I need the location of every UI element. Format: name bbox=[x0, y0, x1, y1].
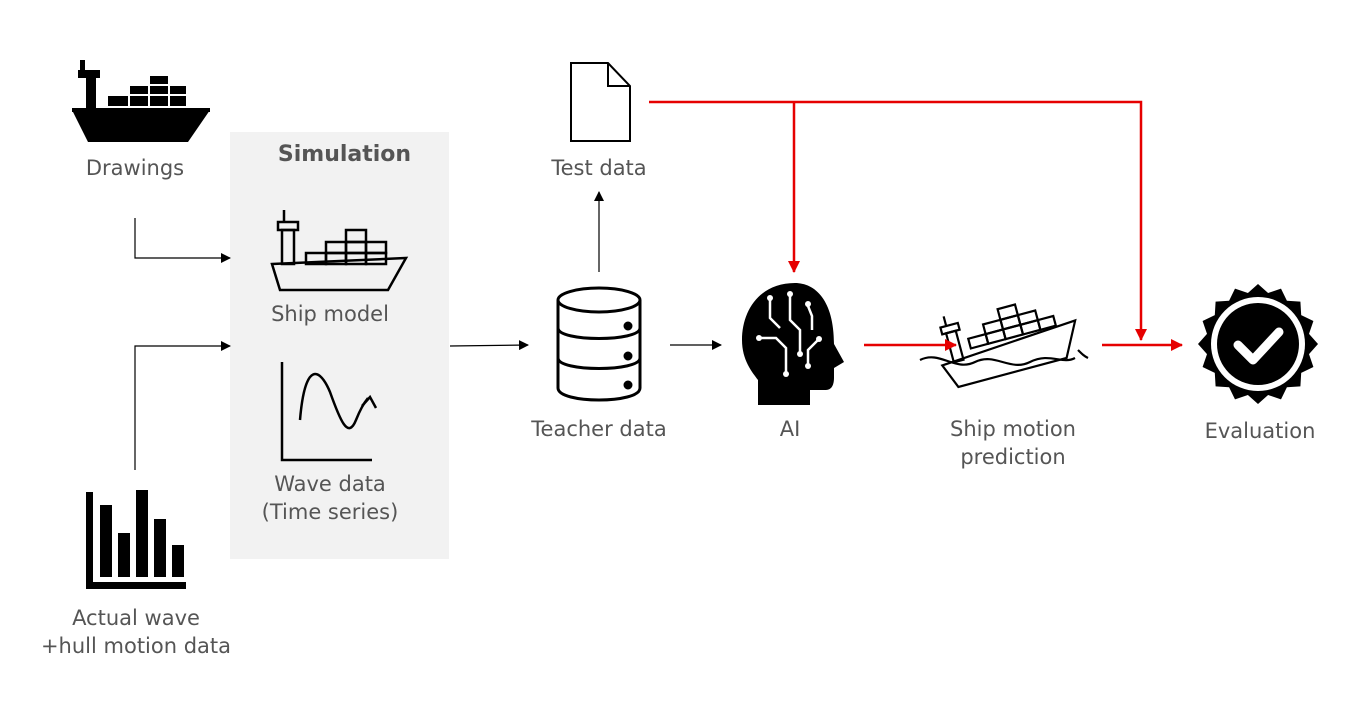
arrow-drawings-to-simulation bbox=[134, 218, 231, 263]
wave-data-label-line1: Wave data bbox=[274, 472, 386, 496]
red-arrows bbox=[649, 100, 1183, 351]
actual-wave-label-line2: +hull motion data bbox=[40, 634, 232, 658]
ship-model-label: Ship model bbox=[271, 302, 389, 326]
actual-wave-label-line1: Actual wave bbox=[72, 606, 200, 630]
arrow-actual-to-simulation bbox=[134, 341, 231, 470]
test-data-label: Test data bbox=[551, 156, 647, 180]
cargo-ship-icon bbox=[72, 60, 210, 142]
check-badge-icon bbox=[1198, 284, 1318, 404]
drawings-label: Drawings bbox=[85, 156, 185, 180]
database-icon bbox=[556, 286, 642, 402]
evaluation-label: Evaluation bbox=[1204, 419, 1316, 443]
teacher-data-label: Teacher data bbox=[531, 417, 667, 441]
bar-chart-icon bbox=[86, 490, 186, 589]
tilted-ship-icon bbox=[919, 303, 1089, 389]
arrow-simulation-to-teacher bbox=[449, 340, 529, 351]
simulation-box bbox=[230, 132, 449, 559]
wave-graph-icon bbox=[280, 362, 378, 462]
black-arrows bbox=[134, 191, 722, 470]
wave-data-label-line2: (Time series) bbox=[261, 500, 399, 524]
ai-head-icon bbox=[742, 283, 844, 405]
cargo-ship-outline-icon bbox=[270, 210, 409, 292]
ship-motion-label-line1: Ship motion bbox=[949, 417, 1076, 441]
ship-motion-label-line2: prediction bbox=[960, 445, 1066, 469]
ai-label: AI bbox=[779, 417, 801, 441]
simulation-title: Simulation bbox=[277, 142, 412, 167]
arrow-test-to-evaluation bbox=[649, 100, 1147, 341]
document-icon bbox=[570, 62, 631, 142]
